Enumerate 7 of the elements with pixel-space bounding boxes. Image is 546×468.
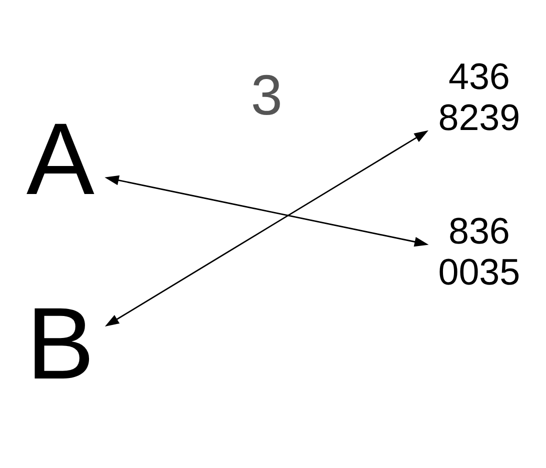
arrow — [104, 175, 429, 247]
node-text: 436 8239 — [438, 56, 520, 138]
node-text: A — [26, 102, 94, 216]
arrow — [104, 130, 428, 327]
node-text: 836 0035 — [438, 210, 520, 292]
node-text: B — [26, 286, 94, 400]
label: 3 — [250, 64, 282, 128]
